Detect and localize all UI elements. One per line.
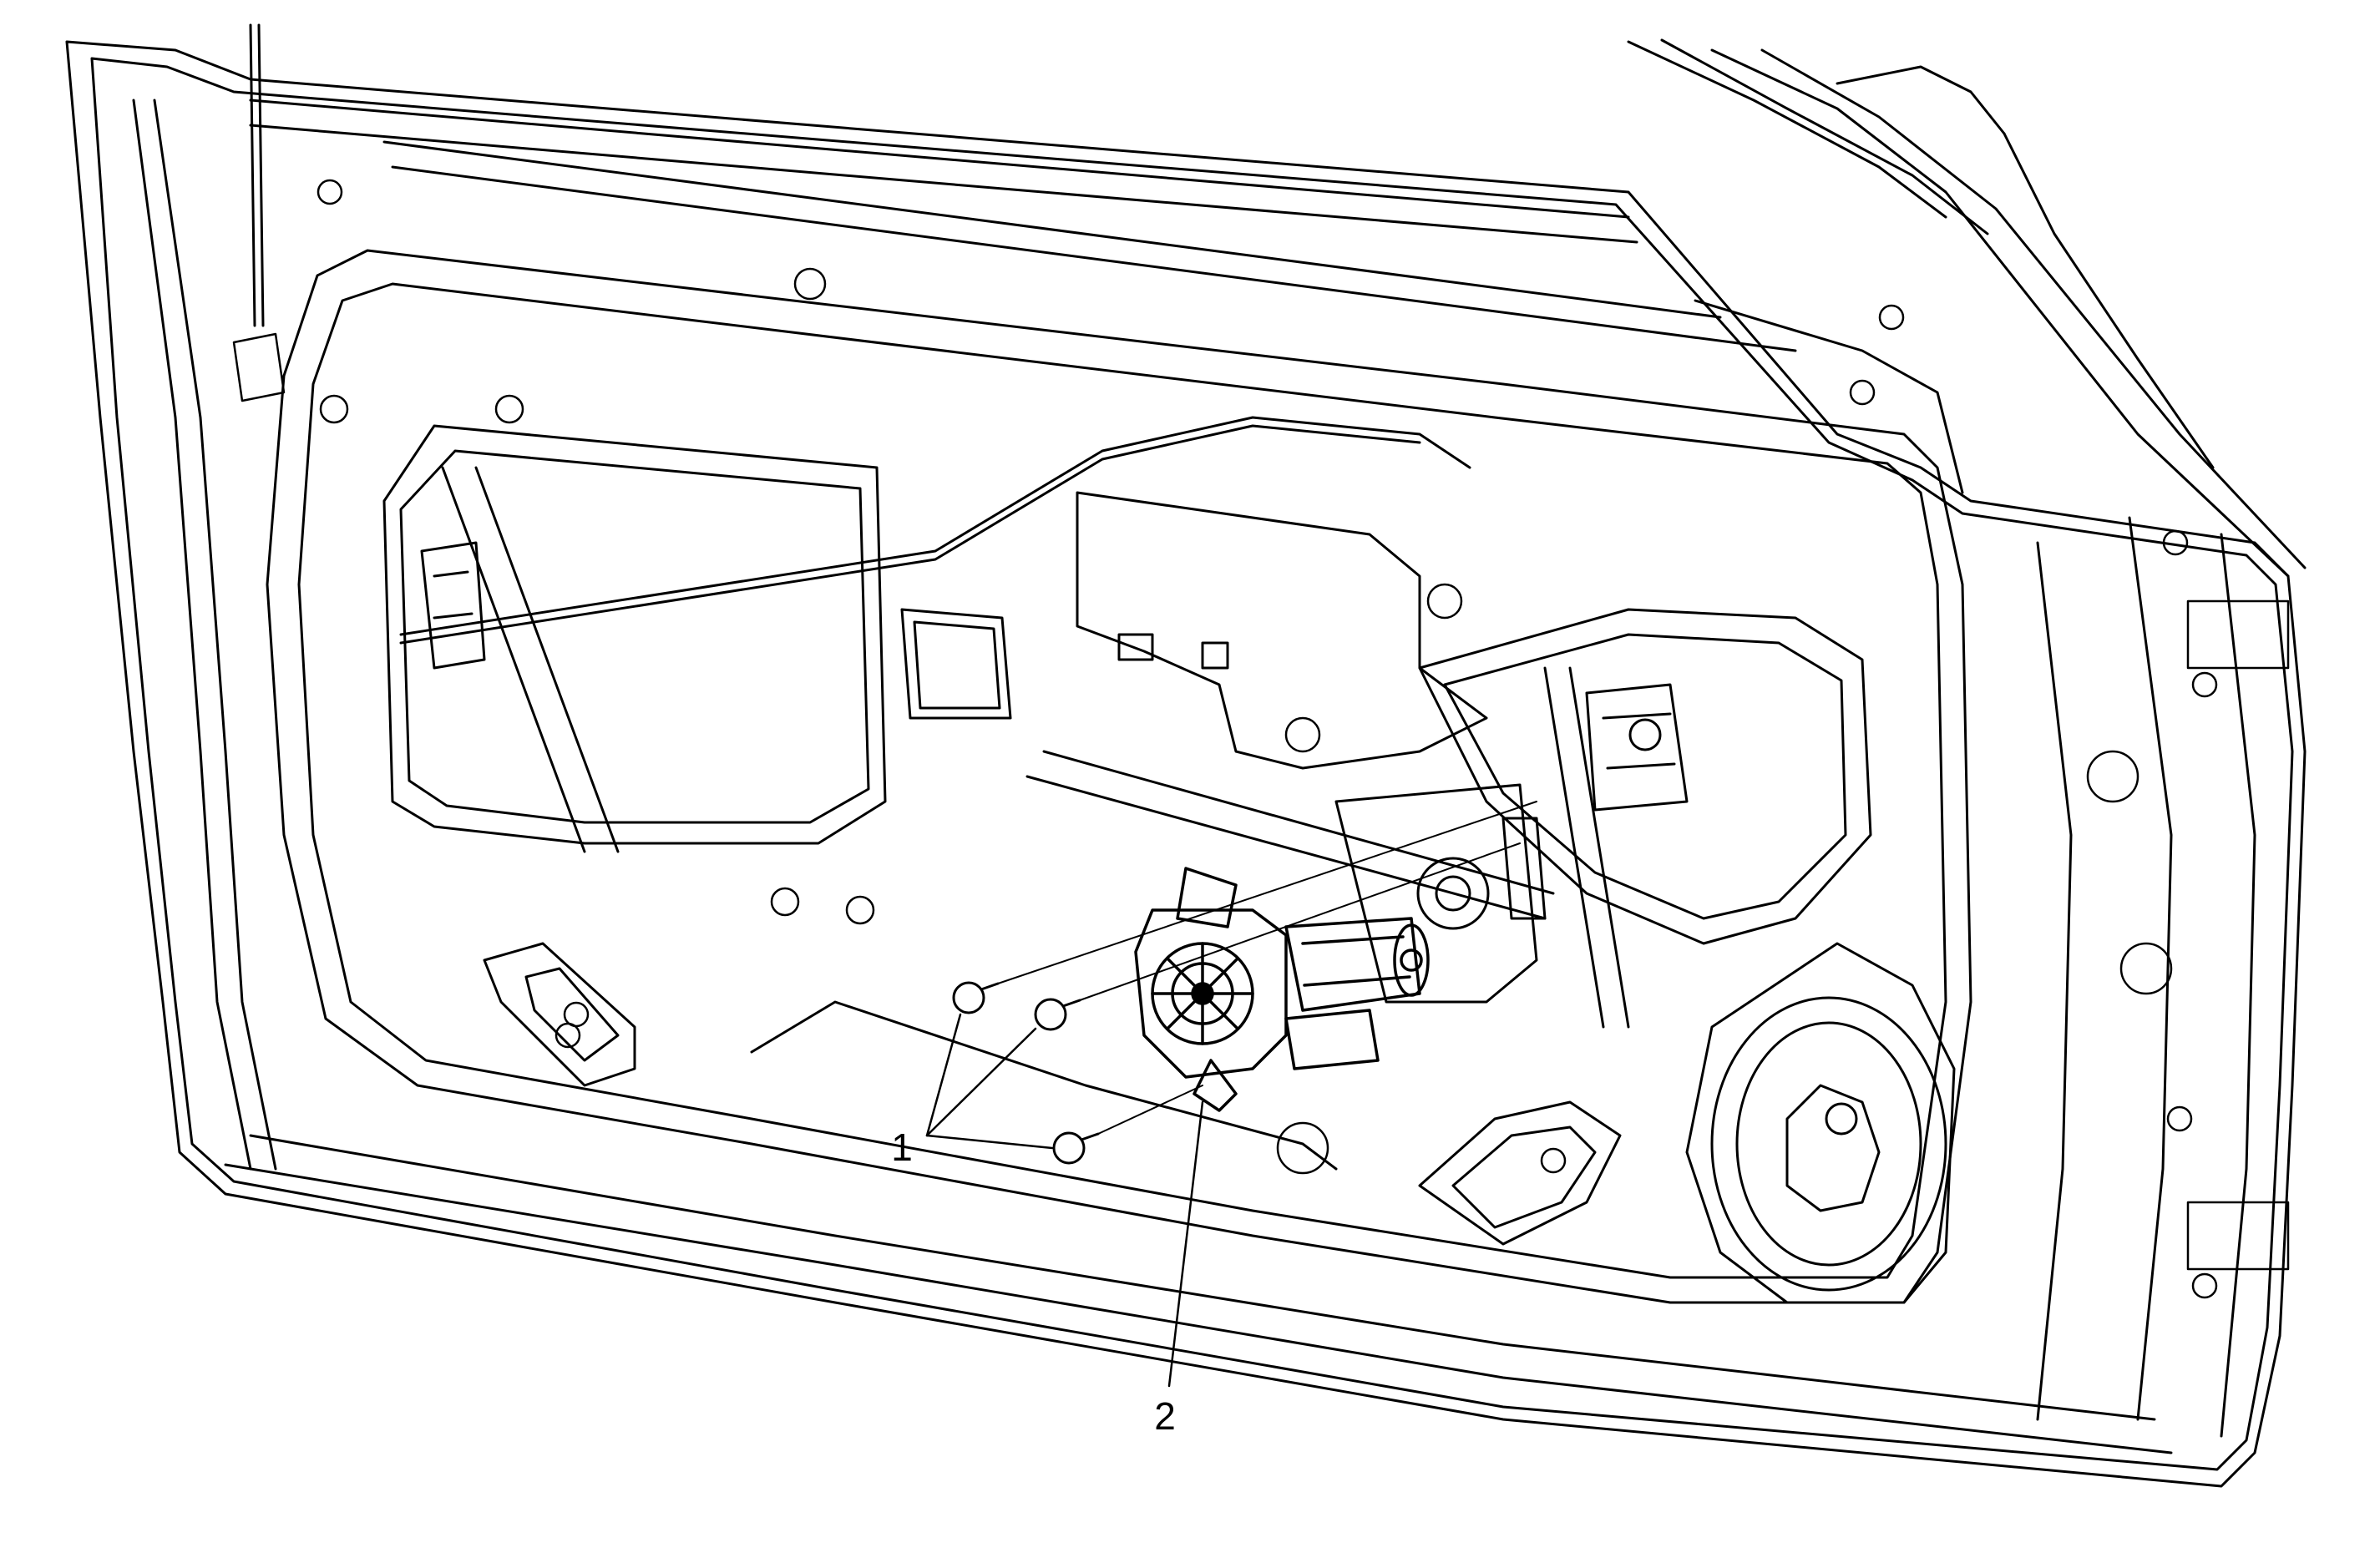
right-access-hole (1418, 608, 1872, 945)
pocket-cutout (900, 608, 1012, 720)
window-regulator-rails (249, 23, 1630, 1029)
regulator-drive-bracket (1334, 783, 1547, 1004)
bolt-1 (952, 981, 1000, 1014)
callout-2-leader (1167, 1100, 1204, 1388)
right-regulator-carrier (1585, 683, 1689, 812)
callout-2-label: 2 (1154, 1394, 1176, 1438)
callout-1-leaders (925, 1013, 1054, 1150)
door-speaker (1685, 942, 1956, 1304)
inner-door-panel (266, 249, 1972, 1304)
door-outer-shell (65, 38, 2307, 1488)
bolt-3 (1052, 1131, 1100, 1165)
center-stamped-plate (1076, 491, 1488, 770)
bolt-2 (1034, 998, 1081, 1031)
left-regulator-carrier (420, 541, 486, 670)
bolt-explode-lines (997, 801, 1537, 1135)
panel-holes (232, 179, 2290, 1299)
window-regulator-motor (1134, 867, 1430, 1112)
door-lock-cable (399, 416, 1471, 636)
callout-1-label: 1 (891, 1126, 913, 1169)
upper-left-access-hole (382, 424, 887, 845)
